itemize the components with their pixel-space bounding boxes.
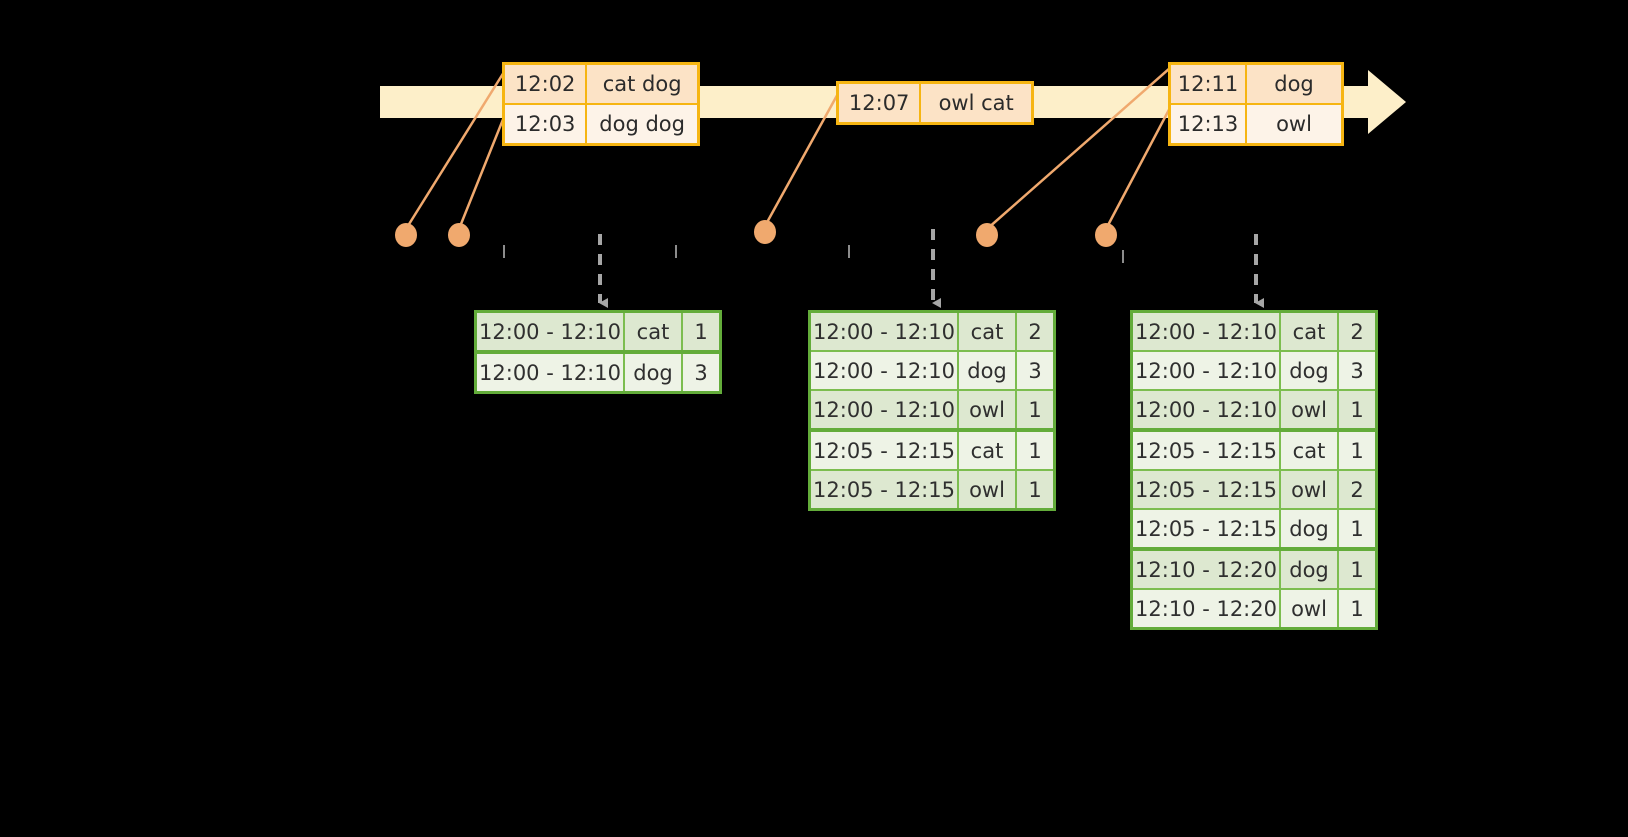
count-cell: 1 [1339,551,1375,588]
event-time: 12:07 [839,84,922,122]
key-cell: cat [959,313,1017,350]
event-time: 12:03 [505,105,588,143]
window-cell: 12:00 - 12:10 [1133,391,1281,428]
count-cell: 2 [1339,313,1375,350]
leader-line-5 [1104,103,1174,230]
count-cell: 1 [1339,590,1375,627]
window-cell: 12:00 - 12:10 [811,313,959,350]
count-cell: 3 [683,354,719,391]
key-cell: owl [959,391,1017,428]
tick-marks-group [503,245,1124,263]
event-time: 12:13 [1171,105,1247,143]
count-cell: 2 [1017,313,1053,350]
window-cell: 12:00 - 12:10 [1133,313,1281,350]
count-cell: 1 [1017,391,1053,428]
event-marker-4 [976,223,998,247]
key-cell: owl [1281,391,1339,428]
key-cell: dog [1281,510,1339,547]
window-cell: 12:00 - 12:10 [1133,352,1281,389]
count-cell: 2 [1339,471,1375,508]
timeline-arrow-head [1368,70,1406,134]
key-cell: owl [1281,471,1339,508]
event-marker-1 [395,223,417,247]
event-payload: dog [1247,65,1341,103]
event-payload: owl [1247,105,1341,143]
event-marker-2 [448,223,470,247]
count-cell: 1 [683,313,719,350]
key-cell: dog [1281,551,1339,588]
window-cell: 12:00 - 12:10 [477,354,625,391]
key-cell: cat [959,432,1017,469]
window-cell: 12:00 - 12:10 [811,391,959,428]
leader-line-2 [457,111,508,230]
key-cell: cat [1281,313,1339,350]
count-cell: 1 [1017,471,1053,508]
event-time: 12:11 [1171,65,1247,103]
key-cell: dog [625,354,683,391]
count-cell: 3 [1339,352,1375,389]
event-marker-3 [754,220,776,244]
window-cell: 12:05 - 12:15 [1133,432,1281,469]
window-cell: 12:05 - 12:15 [1133,471,1281,508]
count-cell: 1 [1339,510,1375,547]
window-cell: 12:10 - 12:20 [1133,590,1281,627]
event-payload: owl cat [921,84,1031,122]
count-cell: 1 [1017,432,1053,469]
key-cell: dog [1281,352,1339,389]
down-arrows-group [598,229,1264,308]
event-payload: cat dog [587,65,697,103]
key-cell: owl [1281,590,1339,627]
event-marker-5 [1095,223,1117,247]
count-cell: 1 [1339,432,1375,469]
key-cell: owl [959,471,1017,508]
window-cell: 12:05 - 12:15 [811,471,959,508]
window-cell: 12:00 - 12:10 [811,352,959,389]
event-time: 12:02 [505,65,588,103]
key-cell: cat [1281,432,1339,469]
window-cell: 12:05 - 12:15 [1133,510,1281,547]
count-cell: 1 [1339,391,1375,428]
window-cell: 12:00 - 12:10 [477,313,625,350]
key-cell: dog [959,352,1017,389]
window-cell: 12:05 - 12:15 [811,432,959,469]
event-markers-group [395,220,1117,247]
event-payload: dog dog [587,105,697,143]
count-cell: 3 [1017,352,1053,389]
key-cell: cat [625,313,683,350]
window-cell: 12:10 - 12:20 [1133,551,1281,588]
